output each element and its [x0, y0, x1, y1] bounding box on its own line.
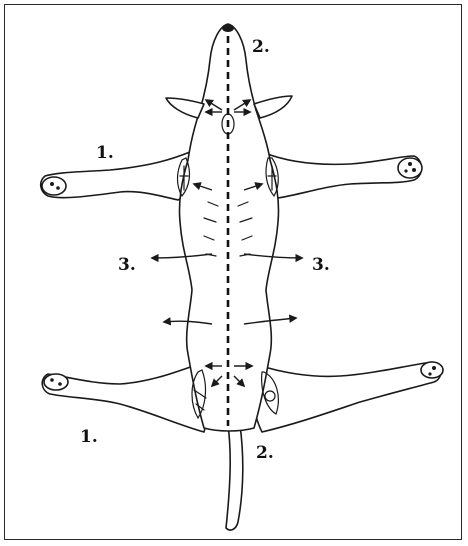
left-fore-paw — [42, 177, 66, 195]
left-hindlimb — [42, 365, 207, 432]
label-head: 2. — [252, 37, 270, 57]
label-flank-left: 3. — [118, 255, 136, 275]
tail — [226, 425, 243, 530]
label-flank-right: 3. — [312, 255, 330, 275]
label-forelimb: 1. — [96, 143, 114, 163]
nose — [222, 24, 234, 32]
right-fore-paw — [398, 158, 422, 178]
right-hind-paw — [421, 362, 443, 378]
right-forelimb — [262, 152, 422, 198]
label-tail-base: 2. — [256, 443, 274, 463]
right-ear — [254, 96, 292, 118]
label-hindlimb: 1. — [80, 427, 98, 447]
left-hind-paw — [44, 374, 68, 390]
left-ear — [166, 98, 204, 118]
right-hindlimb — [253, 362, 441, 432]
